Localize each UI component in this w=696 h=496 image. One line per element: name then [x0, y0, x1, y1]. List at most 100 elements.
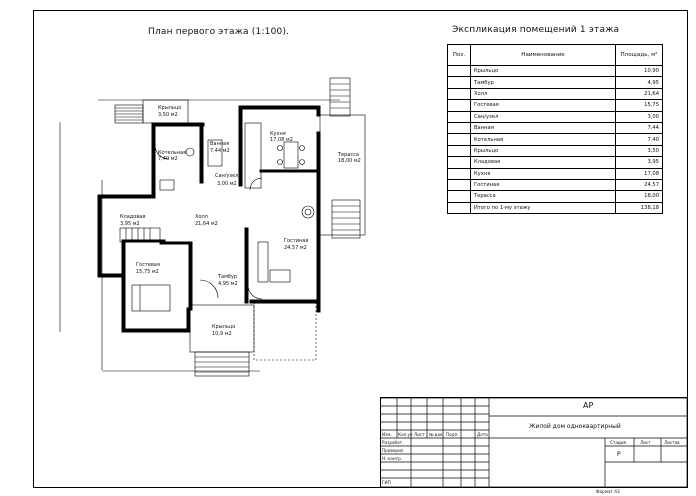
bathtub — [207, 139, 223, 167]
room-name-cell: Холл — [470, 87, 616, 101]
stairs — [194, 351, 250, 377]
explication-title: Экспликация помещений 1 этажа — [452, 25, 620, 35]
room-area-cell: 4,95 — [615, 76, 663, 89]
stairs — [329, 77, 351, 117]
room-name-cell: Кухня — [470, 167, 616, 180]
toilet — [185, 147, 195, 157]
room-area-label: 17,08 м2 — [270, 137, 293, 143]
room-name-cell: Гостиная — [470, 178, 616, 192]
room-label: Кладовая — [120, 214, 145, 220]
explication-header-row: Поз. Наименование Площадь, м² — [447, 44, 663, 66]
room-area-label: 18,00 м2 — [338, 158, 361, 164]
title-block-grid — [381, 398, 688, 488]
room-label: Гостиная — [284, 238, 308, 244]
kitchen-table — [283, 141, 299, 169]
room-area-cell: 3,50 — [615, 144, 663, 158]
stamp-col-list: Лист — [414, 432, 425, 437]
floor-plan: Крыльцо 3,50 м2 Котельная 7,40 м2 Ванная… — [59, 77, 366, 377]
stairs — [119, 227, 161, 243]
room-area-cell: 7,40 — [615, 133, 663, 146]
room-name-cell: Ванная — [470, 121, 616, 135]
room-label: Гостевая — [136, 262, 160, 268]
door-swing — [199, 279, 219, 299]
room-label: Сан/узел — [215, 173, 238, 179]
stamp-stage-value: Р — [617, 451, 621, 458]
stamp-stage-label: Стадия — [610, 440, 627, 445]
room-area-label: 3,95 м2 — [120, 221, 140, 227]
room-area-label: 4,95 м2 — [218, 281, 238, 287]
room-area-label: 10,9 м2 — [212, 331, 232, 337]
stamp-col-date: Дата — [477, 432, 488, 437]
room-area-cell: 21,64 — [615, 87, 663, 101]
stairs — [331, 199, 361, 239]
room-area-label: 7,44 м2 — [210, 148, 230, 154]
room-area-cell: 15,75 — [615, 99, 663, 112]
room-area-cell: 17,08 — [615, 167, 663, 180]
room-name-cell: Терасса — [470, 190, 616, 203]
terrace — [319, 114, 366, 236]
room-name-cell: Тамбур — [470, 76, 616, 89]
stamp-role: Н. контр. — [382, 456, 403, 461]
stamp-role: Проверил — [382, 448, 404, 453]
room-name-cell: Гостевая — [470, 99, 616, 112]
stamp-role: Разработ. — [382, 440, 404, 445]
room-area-cell: 10,90 — [615, 64, 663, 78]
room-label: Кухня — [270, 131, 286, 137]
room-area-cell: 18,00 — [615, 190, 663, 203]
room-area-cell: 138,18 — [615, 201, 663, 215]
room-area-cell: 3,95 — [615, 156, 663, 169]
room-label: Крыльцо — [158, 105, 181, 111]
room-name-cell: Крыльцо — [470, 64, 616, 78]
room-label: Тамбур — [217, 274, 237, 280]
drawing-frame — [33, 10, 688, 488]
stamp-role: ГИП — [382, 480, 391, 485]
room-name-cell: Кладовая — [470, 156, 616, 169]
col-name-header: Наименование — [470, 44, 616, 66]
stamp-sheet-label: Лист — [640, 440, 651, 445]
stamp-code: АР — [583, 401, 594, 410]
door-swing — [247, 284, 263, 300]
room-area-cell: 24,57 — [615, 178, 663, 192]
door-swing — [154, 144, 170, 160]
stamp-col-doc: № док. — [429, 432, 445, 437]
room-label: Ванная — [210, 141, 229, 147]
room-area-label: 3,50 м2 — [158, 112, 178, 118]
room-area-label: 24,57 м2 — [284, 245, 307, 251]
room-area-label: 15,75 м2 — [136, 269, 159, 275]
col-num-header: Поз. — [447, 44, 471, 66]
col-area-header: Площадь, м² — [615, 44, 663, 66]
room-label: Терасса — [337, 152, 359, 158]
room-area-label: 21,64 м2 — [195, 221, 218, 227]
stamp-project-name: Жилой дом одноквартирный — [529, 423, 621, 430]
porch-outline — [253, 299, 317, 361]
plan-title: План первого этажа (1:100). — [148, 27, 290, 37]
room-area-cell: 3,00 — [615, 110, 663, 123]
format-label: Формат А3 — [596, 489, 620, 494]
bed — [131, 284, 171, 312]
title-block: АР Жилой дом одноквартирный Изм. Кол.уч … — [380, 397, 688, 488]
stamp-col-izm: Изм. — [382, 432, 392, 437]
room-name-cell: Сан/узел — [470, 110, 616, 123]
stamp-sheets-label: Листов — [664, 440, 680, 445]
room-name-cell: Крыльцо — [470, 144, 616, 158]
room-name-cell: Котельная — [470, 133, 616, 146]
room-area-label: 3,00 м2 — [217, 181, 237, 187]
sofa — [257, 241, 269, 283]
room-label: Холл — [195, 214, 208, 220]
stamp-col-podp: Подп. — [446, 432, 459, 437]
room-area-label: 7,40 м2 — [158, 156, 178, 162]
kitchen-counter — [244, 122, 262, 189]
room-label: Котельная — [158, 150, 186, 156]
stove-circle — [301, 205, 315, 219]
